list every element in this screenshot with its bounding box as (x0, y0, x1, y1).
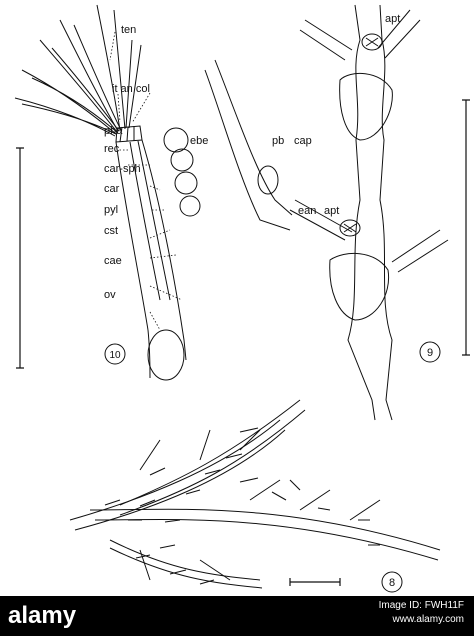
panel-number-10: 10 (109, 350, 121, 361)
label-apt-mid: apt (324, 205, 339, 217)
image-id-text: Image ID: FWH11F (378, 600, 464, 611)
label-rec: rec (104, 143, 120, 155)
stock-footer-bar: alamy Image ID: FWH11F www.alamy.com (0, 596, 474, 636)
label-cae: cae (104, 255, 122, 267)
colony-drawing (69, 399, 441, 593)
label-ebe: ebe (190, 135, 208, 147)
label-cst: cst (104, 225, 118, 237)
label-car-sph: car-sph (104, 163, 141, 175)
label-ov: ov (104, 289, 116, 301)
label-pyl: pyl (104, 204, 118, 216)
figure-plate: ten it an col pha ebe rec car-sph car py… (14, 4, 470, 593)
label-pha: pha (104, 125, 123, 137)
image-id-block: Image ID: FWH11F www.alamy.com (379, 599, 464, 627)
label-ten: ten (121, 24, 136, 36)
panel-number-8: 8 (389, 577, 395, 589)
panel-number-9: 9 (427, 347, 433, 359)
zooid-drawing (14, 4, 201, 381)
alamy-url: www.alamy.com (392, 614, 465, 625)
label-pb: pb (272, 135, 284, 147)
label-ean: ean (298, 205, 316, 217)
label-car: car (104, 183, 120, 195)
alamy-logo: alamy (8, 602, 77, 629)
label-apt-top: apt (385, 13, 400, 25)
branch-drawing (204, 4, 470, 421)
label-cap: cap (294, 135, 312, 147)
label-it-an-col: it an col (112, 83, 150, 95)
